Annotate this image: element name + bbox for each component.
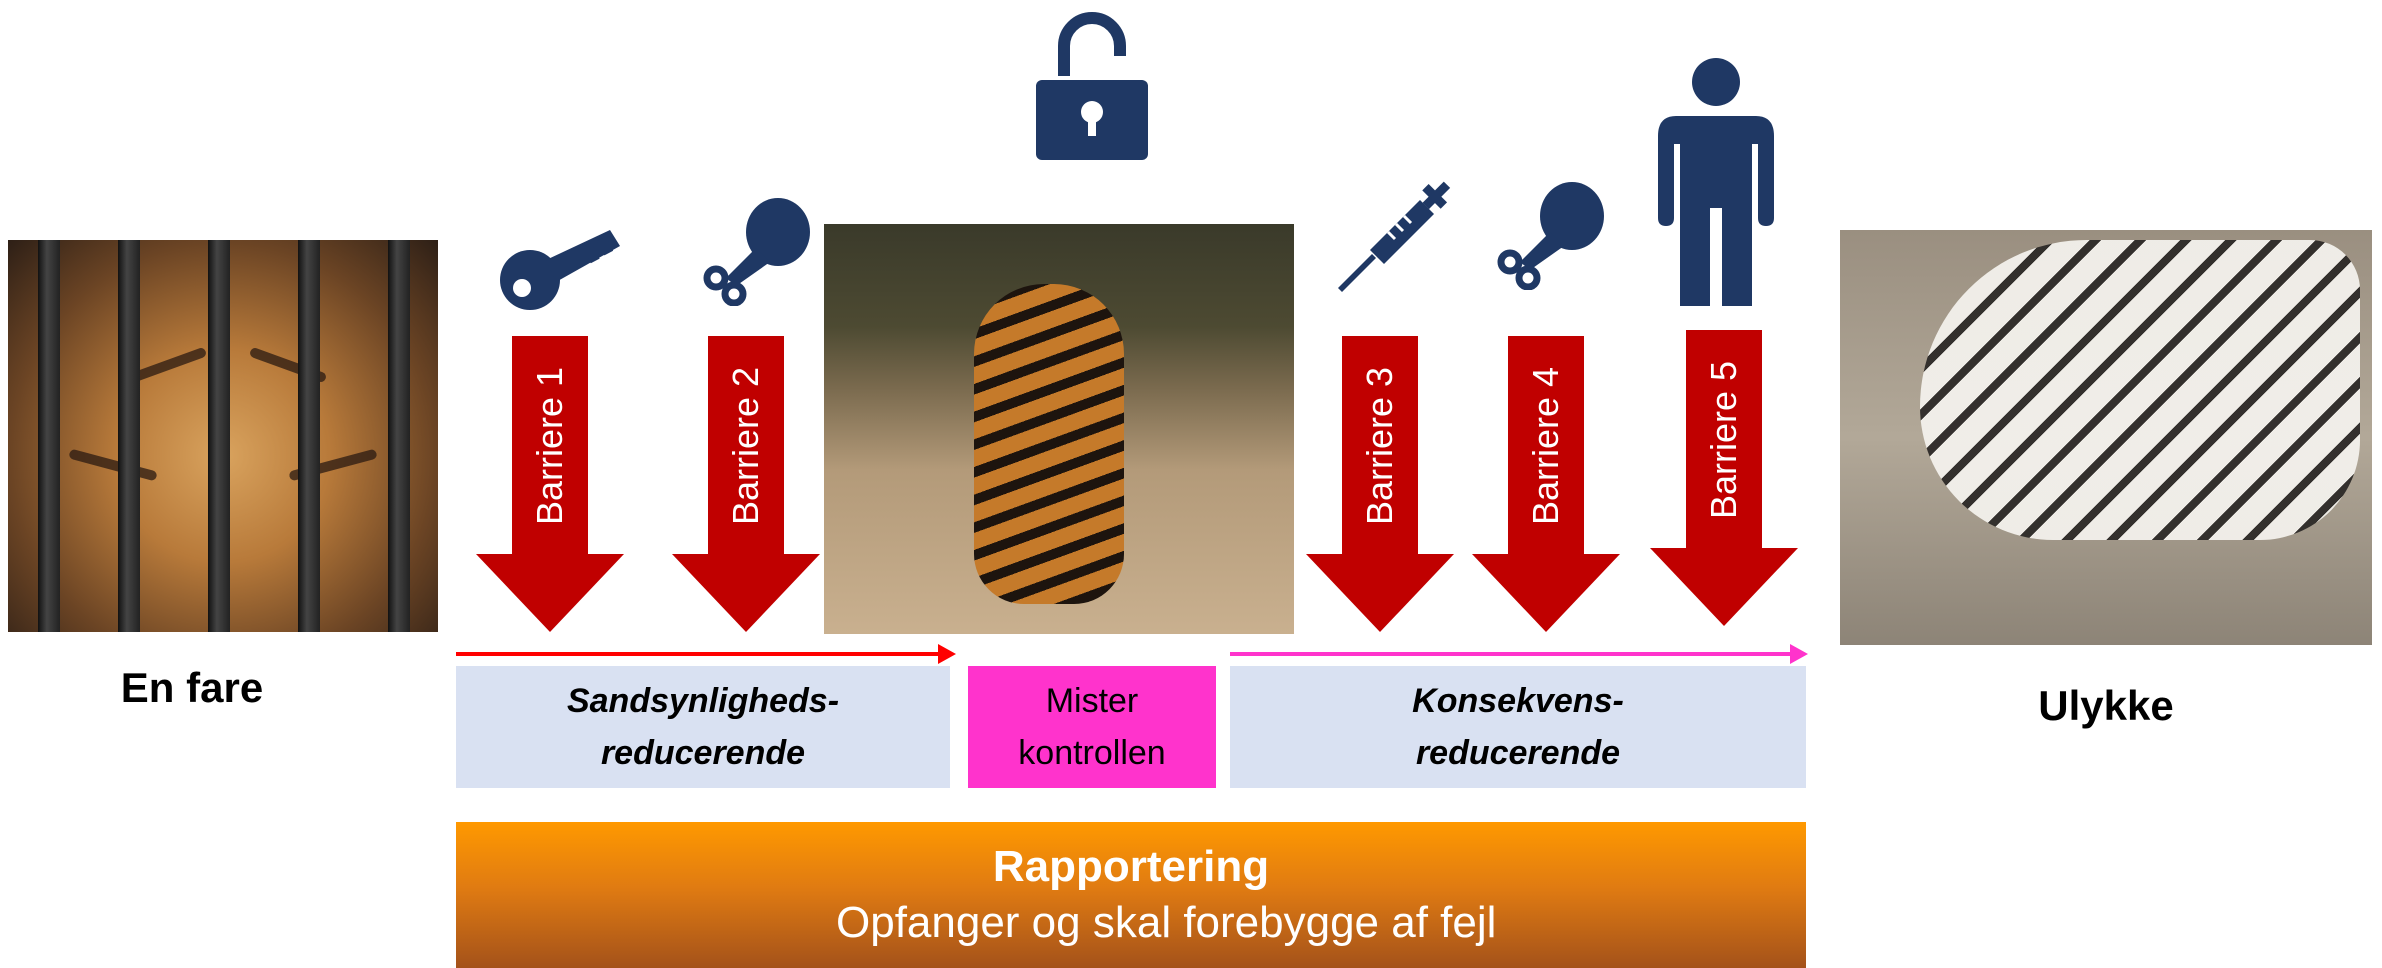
barrier-3-label: Barriere 3 <box>1359 366 1400 526</box>
loss-of-control-box: Mister kontrollen <box>968 666 1216 788</box>
escaped-tiger-photo <box>824 224 1294 634</box>
caged-tiger-photo <box>8 240 438 632</box>
reporting-bar: Rapportering Opfanger og skal forebygge … <box>456 822 1806 968</box>
mitigation-flow-arrow <box>1230 644 1808 664</box>
loss-line-1: Mister <box>1045 682 1139 720</box>
meat-bone-icon <box>1497 182 1604 290</box>
barrier-4-arrow: Barriere 4 <box>1472 336 1620 632</box>
barrier-2-arrow: Barriere 2 <box>672 336 820 632</box>
person-icon <box>1658 58 1774 306</box>
reporting-subtitle: Opfanger og skal forebygge af fejl <box>836 898 1497 947</box>
barrier-4-label: Barriere 4 <box>1525 366 1566 526</box>
mitigation-line-1: Konsekvens- <box>1412 682 1624 720</box>
syringe-icon <box>1338 181 1451 292</box>
mitigation-line-2: reducerende <box>1415 734 1621 772</box>
barrier-5-arrow: Barriere 5 <box>1650 330 1798 626</box>
mitigation-phase-box: Konsekvens- reducerende <box>1230 666 1806 788</box>
barrier-1-label: Barriere 1 <box>529 366 570 526</box>
prevention-flow-arrow <box>456 644 956 664</box>
barrier-3-arrow: Barriere 3 <box>1306 336 1454 632</box>
key-icon <box>500 230 620 310</box>
loss-line-2: kontrollen <box>1018 734 1166 772</box>
barrier-5-label: Barriere 5 <box>1703 360 1744 520</box>
barrier-2-label: Barriere 2 <box>725 366 766 526</box>
prevention-line-2: reducerende <box>600 734 806 772</box>
meat-bone-icon <box>703 198 810 306</box>
hazard-label: En fare <box>120 664 264 711</box>
reporting-title: Rapportering <box>992 842 1270 891</box>
accident-label: Ulykke <box>2038 682 2174 729</box>
prevention-phase-box: Sandsynligheds- reducerende <box>456 666 950 788</box>
barrier-1-arrow: Barriere 1 <box>476 336 624 632</box>
prevention-line-1: Sandsynligheds- <box>566 682 840 720</box>
unlocked-padlock-icon <box>1036 12 1148 160</box>
white-tiger-photo <box>1840 230 2372 645</box>
